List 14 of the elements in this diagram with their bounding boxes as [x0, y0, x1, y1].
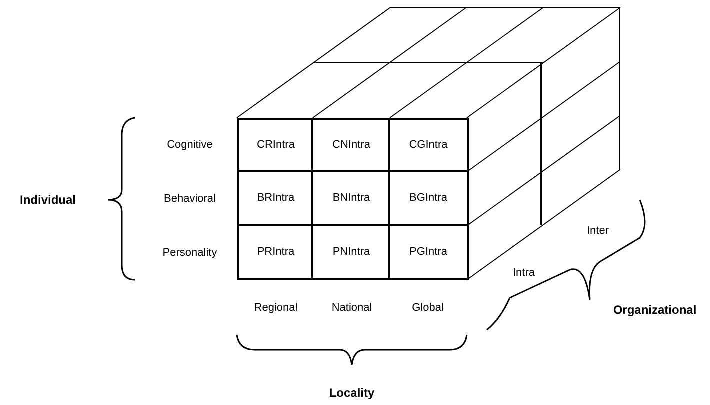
grid-cell: BGIntra [388, 170, 469, 226]
column-label: Global [412, 302, 444, 314]
axis-title: Locality [329, 386, 375, 400]
row-label: Behavioral [164, 193, 216, 205]
axis-title: Organizational [613, 303, 697, 317]
row-label: Personality [162, 247, 218, 259]
grid-cell: CGIntra [388, 118, 469, 172]
grid-cell: PGIntra [388, 224, 469, 280]
depth-label: Inter [587, 225, 609, 237]
row-label: Cognitive [167, 139, 213, 151]
column-label: Regional [254, 302, 298, 314]
column-label: National [332, 302, 372, 314]
axis-title: Individual [20, 193, 76, 207]
depth-label: Intra [513, 267, 535, 279]
